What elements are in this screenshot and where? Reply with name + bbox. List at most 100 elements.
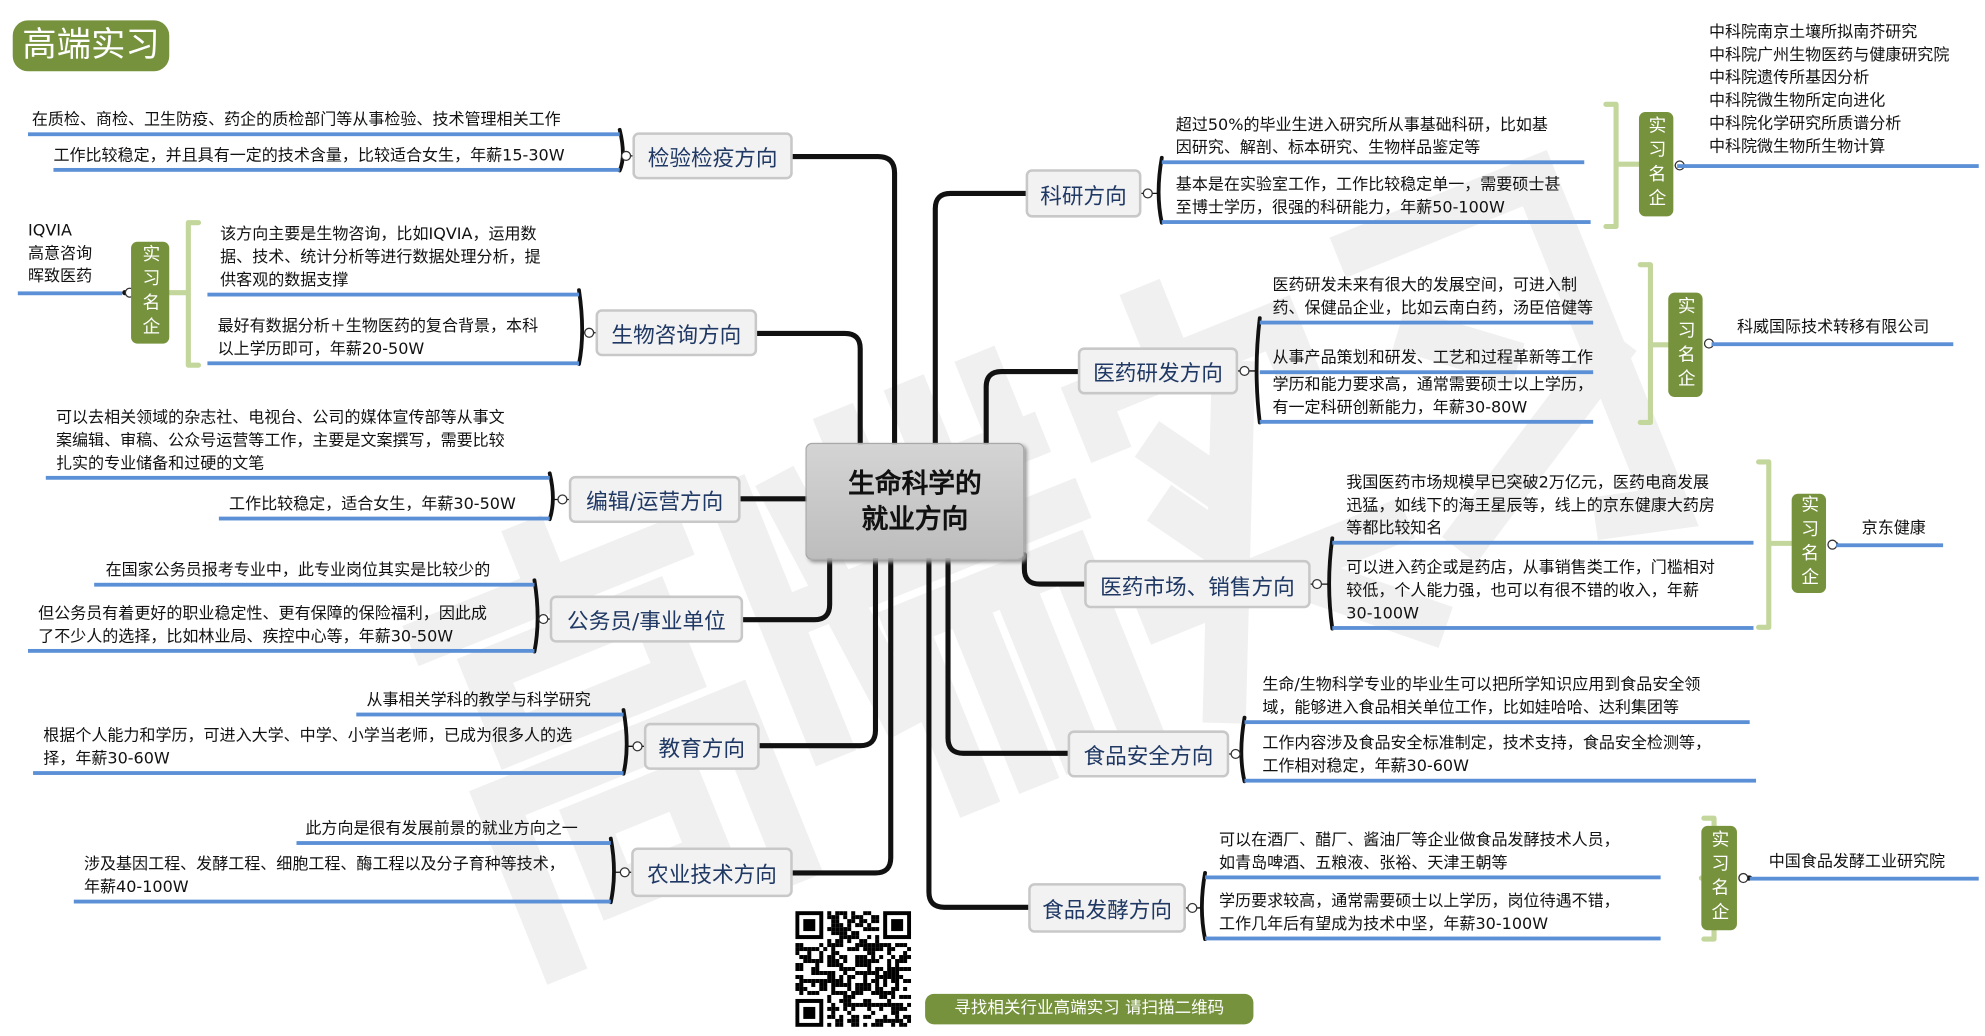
- branch-node[interactable]: 食品安全方向: [1067, 730, 1230, 778]
- note-underline: [33, 771, 624, 775]
- collapse-toggle[interactable]: [1239, 365, 1250, 377]
- note-text: 域，能够进入食品相关单位工作，比如娃哈哈、达利集团等: [1262, 697, 1679, 717]
- branch-connector: [754, 330, 863, 448]
- branch-node[interactable]: 科研方向: [1025, 169, 1142, 218]
- branch-connector: [790, 153, 898, 448]
- internship-companies-tag[interactable]: 实习名企: [131, 241, 170, 344]
- group-bracket: [1756, 459, 1795, 630]
- branch-node[interactable]: 医药市场、销售方向: [1084, 559, 1311, 609]
- note-text: 迅猛，如线下的海王星辰等，线上的京东健康大药房: [1346, 495, 1715, 515]
- internship-companies-tag[interactable]: 实习名企: [1701, 825, 1737, 931]
- collapse-toggle[interactable]: [620, 150, 632, 161]
- internship-companies-tag[interactable]: 实习名企: [1638, 111, 1674, 217]
- company-toggle[interactable]: [1738, 872, 1749, 884]
- note-text: 我国医药市场规模早已突破2万亿元，医药电商发展: [1346, 472, 1710, 492]
- logo-badge: 高端实习: [12, 20, 170, 72]
- branch-node[interactable]: 食品发酵方向: [1028, 883, 1186, 933]
- branch-node[interactable]: 教育方向: [643, 722, 760, 770]
- note-text: 等都比较知名: [1346, 517, 1443, 537]
- branch-node[interactable]: 编辑/运营方向: [568, 475, 741, 523]
- note-underline: [53, 167, 620, 172]
- note-underline: [27, 132, 620, 137]
- note-text: 在国家公务员报考专业中，此专业岗位其实是比较少的: [105, 559, 491, 579]
- collapse-toggle[interactable]: [1187, 902, 1198, 914]
- collapse-toggle[interactable]: [557, 494, 568, 505]
- note-underline: [1244, 778, 1757, 783]
- note-underline: [1161, 220, 1591, 224]
- note-text: 了不少人的选择，比如林业局、疾控中心等，年薪30-50W: [38, 626, 454, 646]
- qr-code[interactable]: [795, 911, 912, 1027]
- branch-node[interactable]: 检验检疫方向: [632, 132, 793, 180]
- note-underline: [1259, 320, 1594, 325]
- note-underline: [1259, 419, 1594, 424]
- branch-node[interactable]: 公务员/事业单位: [549, 595, 744, 643]
- internship-companies-tag[interactable]: 实习名企: [1668, 292, 1703, 398]
- branch-connector: [926, 552, 1031, 910]
- central-topic[interactable]: 生命科学的 就业方向: [805, 442, 1025, 560]
- note-text: 工作相对稳定，年薪30-60W: [1262, 755, 1469, 775]
- company-name: 中科院微生物所定向进化: [1708, 90, 1886, 110]
- note-text: 工作比较稳定，并且具有一定的技术含量，比较适合女生，年薪15-30W: [53, 145, 565, 165]
- branch-node[interactable]: 医药研发方向: [1077, 347, 1239, 395]
- note-text: 超过50%的毕业生进入研究所从事基础科研，比如基: [1175, 114, 1548, 134]
- branch-connector: [740, 552, 833, 623]
- note-text: 年薪40-100W: [83, 876, 189, 896]
- company-underline: [1749, 876, 1979, 881]
- note-bracket: [1156, 155, 1164, 225]
- note-underline: [1244, 720, 1750, 725]
- note-text: 基本是在实验室工作，工作比较稳定单一，需要硕士甚: [1175, 174, 1561, 194]
- note-underline: [1332, 540, 1754, 545]
- collapse-toggle[interactable]: [584, 327, 595, 338]
- company-name: 中科院南京土壤所拟南芥研究: [1708, 21, 1918, 41]
- company-underline: [1711, 342, 1954, 347]
- branch-node[interactable]: 农业技术方向: [631, 847, 793, 898]
- note-underline: [27, 648, 535, 653]
- collapse-toggle[interactable]: [632, 741, 643, 752]
- note-text: 择，年薪30-60W: [43, 748, 170, 768]
- note-underline: [1332, 626, 1754, 630]
- company-name: 晖致医药: [27, 265, 93, 286]
- note-bracket: [547, 471, 555, 522]
- collapse-toggle[interactable]: [1311, 578, 1323, 590]
- note-text: 最好有数据分析＋生物医药的复合背景，本科: [217, 315, 539, 335]
- group-bracket: [166, 220, 202, 368]
- note-underline: [356, 712, 624, 717]
- note-underline: [296, 841, 611, 845]
- branch-connector: [757, 552, 879, 749]
- company-name: 中国食品发酵工业研究院: [1768, 851, 1946, 871]
- scan-qr-button[interactable]: 寻找相关行业高端实习 请扫描二维码: [925, 993, 1254, 1025]
- collapse-toggle[interactable]: [1142, 188, 1153, 199]
- note-text: 如青岛啤酒、五粮液、张裕、天津王朝等: [1219, 852, 1508, 872]
- note-bracket: [532, 578, 540, 654]
- collapse-toggle[interactable]: [1230, 748, 1241, 760]
- note-text: 学历和能力要求高，通常需要硕士以上学历，: [1272, 374, 1594, 394]
- note-bracket: [1327, 536, 1335, 631]
- note-text: 工作内容涉及食品安全标准制定，技术支持，食品安全检测等，: [1262, 732, 1712, 753]
- collapse-toggle[interactable]: [538, 613, 549, 625]
- note-text: 因研究、解剖、标本研究、生物样品鉴定等: [1175, 137, 1481, 157]
- note-text: 此方向是很有发展前景的就业方向之一: [305, 818, 578, 838]
- note-underline: [45, 475, 550, 480]
- company-name: 中科院遗传所基因分析: [1708, 67, 1870, 87]
- branch-connector: [932, 190, 1029, 448]
- note-text: 较低，个人能力强，也可以有很不错的收入，年薪: [1346, 580, 1699, 600]
- collapse-toggle[interactable]: [619, 867, 630, 878]
- note-underline: [218, 516, 550, 521]
- company-name: 科威国际技术转移有限公司: [1736, 316, 1930, 336]
- company-name: IQVIA: [27, 220, 72, 240]
- note-text: 从事产品策划和研发、工艺和过程革新等工作: [1272, 347, 1594, 367]
- branch-connector: [945, 552, 1071, 756]
- note-text: 有一定科研创新能力，年薪30-80W: [1272, 397, 1528, 417]
- note-text: 该方向主要是生物咨询，比如IQVIA，运用数: [220, 223, 537, 244]
- note-text: 根据个人能力和学历，可进入大学、中学、小学当老师，已成为很多人的选: [43, 725, 573, 745]
- branch-node[interactable]: 生物咨询方向: [595, 309, 758, 357]
- note-underline: [1205, 875, 1661, 880]
- note-bracket: [1200, 871, 1207, 942]
- internship-companies-tag[interactable]: 实习名企: [1791, 493, 1827, 593]
- note-text: 工作比较稳定，适合女生，年薪30-50W: [229, 493, 516, 513]
- note-text: 涉及基因工程、发酵工程、细胞工程、酶工程以及分子育种等技术，: [83, 853, 565, 873]
- company-name: 中科院化学研究所质谱分析: [1708, 113, 1902, 133]
- note-bracket: [608, 836, 616, 905]
